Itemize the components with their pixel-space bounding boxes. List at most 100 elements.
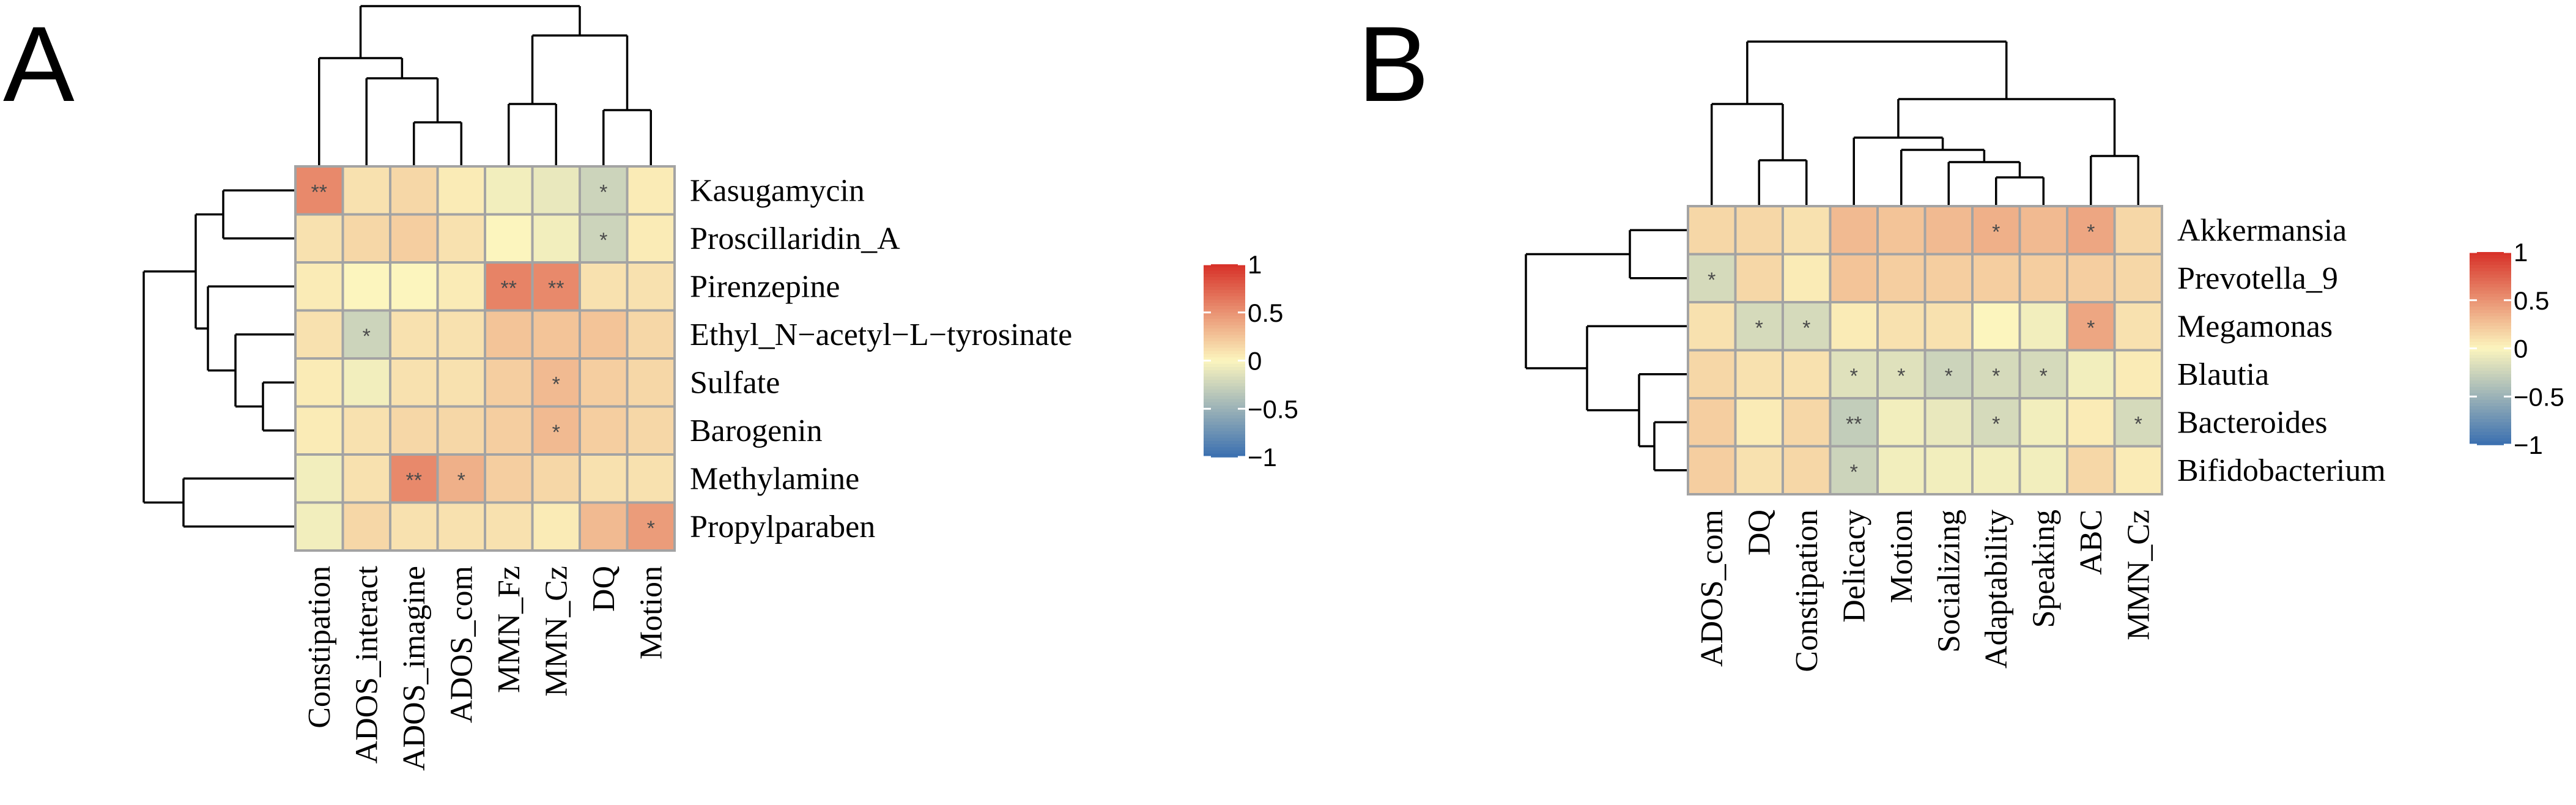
heatmap-cell [531,453,581,504]
significance-mark: * [1755,316,1763,339]
legend-color-step [2470,319,2511,324]
column-label: Socializing [1931,510,1966,653]
heatmap-cell [2066,205,2116,256]
heatmap-cell [1971,301,2021,352]
heatmap-cell [1923,397,1974,448]
legend-color-step [2470,419,2511,423]
heatmap-cell [531,261,581,312]
legend-color-step [1204,440,1245,445]
heatmap-cell [2018,301,2068,352]
heatmap-cell [484,453,534,504]
column-label: Delicacy [1837,510,1871,623]
heatmap-cell [1829,205,1879,256]
heatmap-cell [2066,301,2116,352]
legend-color-step [1204,303,1245,307]
legend-color-step [2470,422,2511,426]
heatmap-cell [2113,349,2163,399]
legend-color-step [2470,415,2511,420]
legend-color-step [2470,313,2511,317]
legend-color-step [1204,380,1245,384]
legend-tick-label: −1 [2514,431,2543,459]
heatmap-cell [1923,205,1974,256]
heatmap-cell [1782,445,1832,495]
heatmap-cell [1782,397,1832,448]
legend-color-step [2470,396,2511,401]
heatmap-cell [341,405,391,456]
legend-color-step [1204,351,1245,355]
significance-mark: ** [548,276,564,300]
legend-tick-label: 0 [2514,335,2528,363]
heatmap-cell [579,261,629,312]
heatmap-cell [531,405,581,456]
legend-color-step [1204,370,1245,374]
heatmap-cell [1876,205,1926,256]
heatmap-cell [341,309,391,360]
significance-mark: * [647,517,655,540]
significance-mark: * [1992,412,2000,436]
heatmap-cell [294,213,344,264]
legend-color-step [2470,412,2511,417]
column-label: DQ [1742,510,1777,555]
heatmap-cell [484,501,534,552]
legend-color-step [1204,402,1245,406]
heatmap-cell [626,261,676,312]
column-label: ADOS_interact [349,565,384,763]
legend-color-step [1204,437,1245,442]
legend-color-step [2470,406,2511,410]
legend-color-step [2470,438,2511,442]
heatmap-cell [2113,301,2163,352]
legend-color-step [2470,428,2511,432]
heatmap-cell [2018,253,2068,303]
heatmap-cell [436,213,486,264]
heatmap-cell [2018,205,2068,256]
heatmap-cell [436,309,486,360]
legend-color-step [2470,300,2511,304]
significance-mark: * [552,373,560,396]
significance-mark: * [1897,365,1905,388]
heatmap-cell [1734,253,1784,303]
legend-color-step [1204,421,1245,426]
heatmap-cell [1734,445,1784,495]
legend-color-step [1204,360,1245,365]
heatmap-cell [2113,205,2163,256]
legend-tick-label: −0.5 [1248,395,1298,423]
legend-color-step [2470,329,2511,333]
legend-color-step [1204,277,1245,281]
significance-mark: ** [501,276,517,300]
legend-color-step [1204,418,1245,423]
heatmap-cell [531,501,581,552]
legend-color-step [1204,332,1245,336]
legend-color-step [2470,377,2511,381]
panel-b-heatmap-cells [1687,205,2163,495]
heatmap-cell [1687,205,1737,256]
legend-color-step [1204,312,1245,316]
heatmap-cell [484,309,534,360]
panel-a: A *************** KasugamycinProscillari… [3,5,1298,771]
heatmap-cell [389,165,439,216]
heatmap-cell [2018,445,2068,495]
legend-color-step [2470,291,2511,295]
legend-color-step [2470,335,2511,339]
legend-color-step [1204,444,1245,448]
heatmap-cell [1876,301,1926,352]
column-label: Constipation [1790,510,1824,672]
legend-color-step [2470,425,2511,429]
legend-color-step [2470,274,2511,278]
row-label: Prevotella_9 [2177,261,2338,296]
legend-color-step [2470,351,2511,355]
heatmap-cell [1971,349,2021,399]
legend-color-step [1204,347,1245,352]
heatmap-cell [626,165,676,216]
significance-mark: ** [1846,412,1862,436]
panel-a-letter: A [3,5,75,124]
row-label: Methylamine [690,461,859,496]
panel-b-significance-marks: **************** [1708,220,2142,484]
legend-color-step [2470,255,2511,259]
legend-color-step [2470,361,2511,365]
column-label: ADOS_imagine [397,566,432,771]
significance-mark: * [2040,365,2048,388]
legend-color-step [1204,264,1245,269]
legend-color-step [2470,268,2511,272]
heatmap-cell [1734,349,1784,399]
